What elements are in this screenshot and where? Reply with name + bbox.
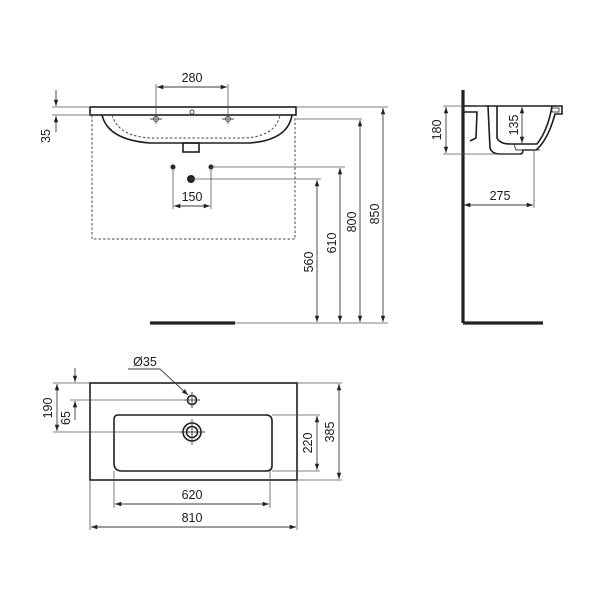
dim-top-bowl-depth: 220: [301, 433, 315, 454]
waste-outlet: [182, 142, 200, 153]
dim-side-projection: 275: [490, 189, 511, 203]
dim-waste-spacing: 150: [182, 190, 203, 204]
dim-bowl-offset: 65: [59, 411, 73, 425]
cabinet-outline: [91, 115, 296, 240]
dim-tap-hole-diameter: Ø35: [133, 355, 157, 369]
basin-bowl: [101, 114, 293, 144]
basin-top-outline: [89, 382, 298, 481]
dim-bowl-width: 620: [182, 488, 203, 502]
dim-supply-height: 610: [325, 233, 339, 254]
dim-overall-width: 810: [182, 511, 203, 525]
dim-side-height: 180: [430, 120, 444, 141]
dim-waste-height: 560: [302, 252, 316, 273]
basin-rim: [89, 106, 297, 116]
dim-overall-height: 850: [368, 204, 382, 225]
dim-overall-depth: 385: [323, 422, 337, 443]
front-view: 280 35 150 560 610 800 850: [39, 71, 388, 325]
dim-tap-offset: 190: [41, 398, 55, 419]
side-view: 180 135 275: [430, 90, 563, 325]
top-view: Ø35 190 65 220 385 620 810: [41, 355, 342, 530]
dim-rim-top-height: 800: [345, 212, 359, 233]
dim-rim-height: 35: [39, 129, 53, 143]
dim-tap-spacing: 280: [182, 71, 203, 85]
bowl-outline: [113, 414, 273, 472]
dim-side-bowl-depth: 135: [507, 115, 521, 136]
